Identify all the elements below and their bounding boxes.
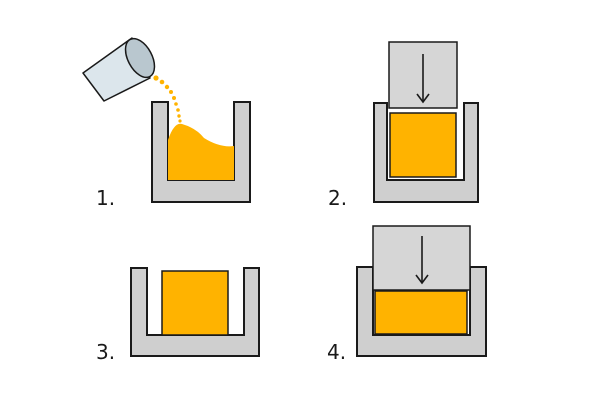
step-4-flattening bbox=[356, 225, 487, 357]
block-4 bbox=[374, 290, 468, 335]
down-arrow-icon bbox=[416, 54, 430, 104]
block-3 bbox=[161, 270, 229, 336]
mould-3 bbox=[130, 267, 260, 357]
block-2 bbox=[389, 112, 457, 178]
step-3-block-in-mould bbox=[130, 267, 260, 357]
step-2-pressing bbox=[373, 41, 479, 203]
step-3-label: 3. bbox=[96, 340, 116, 364]
step-1-label: 1. bbox=[96, 186, 116, 210]
step-4-label: 4. bbox=[327, 340, 347, 364]
poured-liquid bbox=[168, 123, 234, 180]
step-1-pouring bbox=[82, 37, 251, 203]
pouring-cup-icon bbox=[82, 37, 156, 102]
mould-2 bbox=[373, 102, 479, 203]
liquid-stream bbox=[153, 75, 182, 123]
mould-1 bbox=[151, 101, 251, 203]
down-arrow-icon bbox=[415, 236, 429, 285]
step-2-label: 2. bbox=[328, 186, 348, 210]
